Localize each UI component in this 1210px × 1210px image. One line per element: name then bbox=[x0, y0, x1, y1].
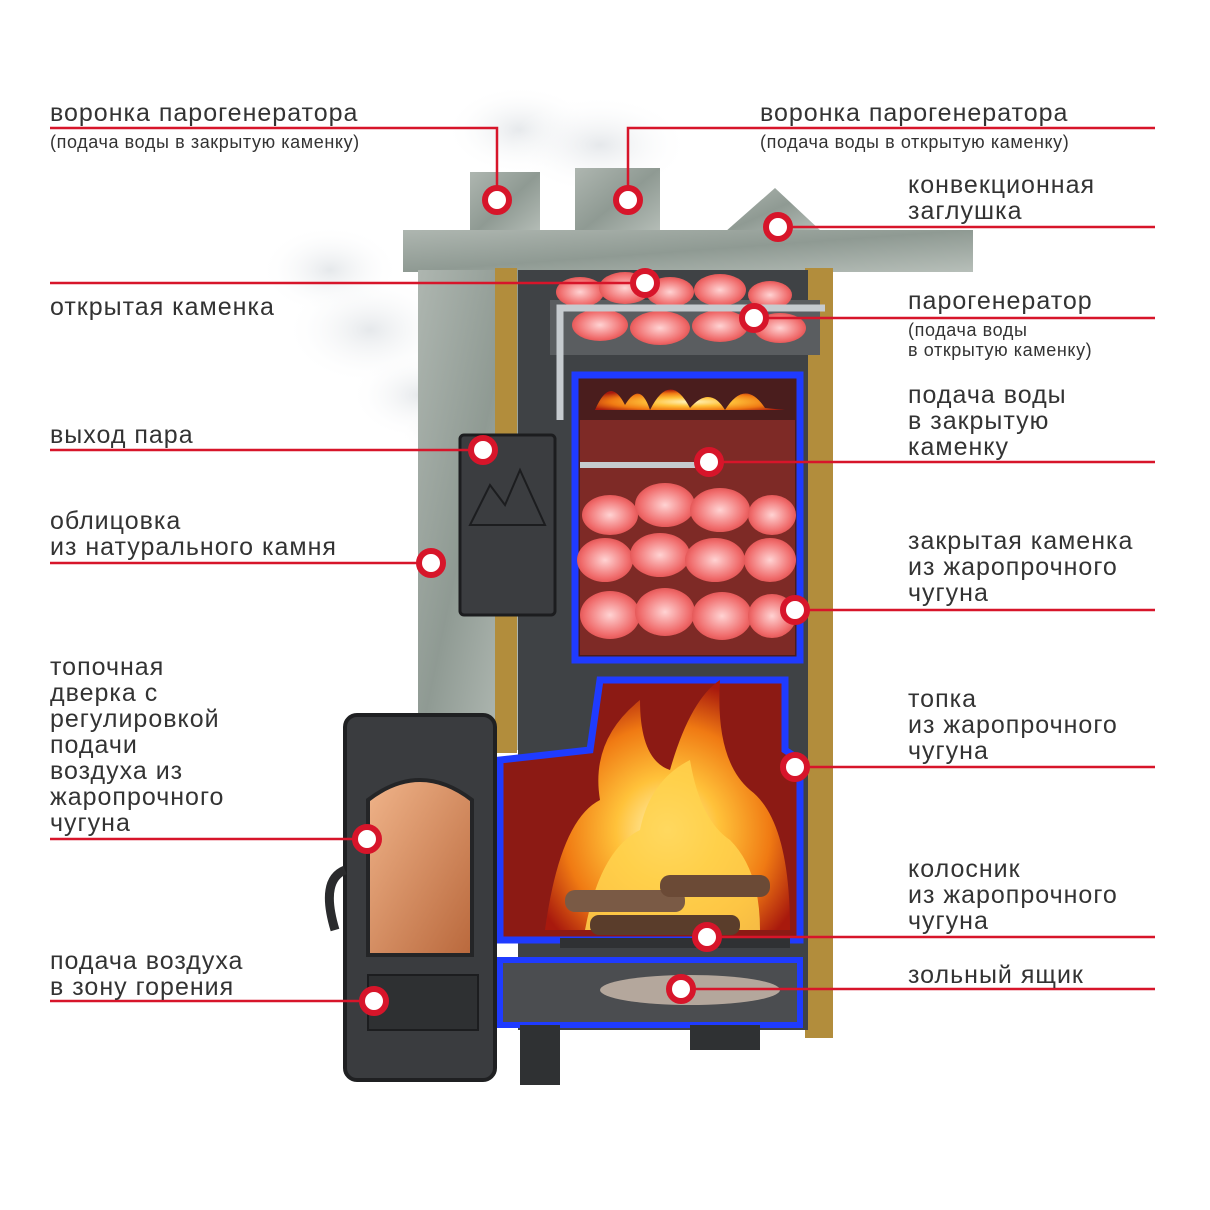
sublabel-steam-generator: (подача воды в открытую каменку) bbox=[908, 320, 1093, 360]
label-open-stones: открытая каменка bbox=[50, 293, 275, 321]
label-steam-outlet: выход пара bbox=[50, 421, 194, 449]
callout-marker-funnel-open bbox=[613, 185, 643, 215]
top-stone-slab bbox=[403, 230, 973, 272]
fire-door-glass bbox=[366, 778, 474, 957]
mountain-emblem bbox=[468, 467, 547, 526]
callout-marker-fire-door bbox=[352, 824, 382, 854]
sublabel-funnel-open: (подача воды в открытую каменку) bbox=[760, 132, 1070, 152]
callout-lines bbox=[50, 126, 1155, 1003]
callout-marker-ash-box bbox=[666, 974, 696, 1004]
label-ash-box: зольный ящик bbox=[908, 961, 1084, 989]
label-fire-door: топочная дверка с регулировкой подачи во… bbox=[50, 653, 225, 837]
callout-marker-steam-generator bbox=[739, 303, 769, 333]
label-steam-generator: парогенератор bbox=[908, 287, 1093, 315]
upper-flames bbox=[595, 389, 785, 410]
callout-marker-air-supply bbox=[359, 986, 389, 1016]
label-closed-stones: закрытая каменка из жаропрочного чугуна bbox=[908, 527, 1134, 607]
callout-line-funnel-closed bbox=[50, 126, 499, 200]
callout-line-funnel-open bbox=[626, 126, 1155, 200]
label-convection-plug: конвекционная заглушка bbox=[908, 171, 1096, 225]
callout-marker-grate bbox=[692, 922, 722, 952]
insulation-right bbox=[805, 268, 833, 1038]
closed-stones-group bbox=[577, 483, 796, 640]
label-funnel-closed: воронка парогенератора bbox=[50, 99, 359, 127]
callout-marker-convection-plug bbox=[763, 212, 793, 242]
label-water-closed: подача воды в закрытую каменку bbox=[908, 381, 1067, 461]
label-grate: колосник из жаропрочного чугуна bbox=[908, 855, 1118, 935]
fire-door-handle bbox=[324, 865, 348, 932]
stove-leg-right bbox=[690, 1025, 760, 1050]
label-funnel-open: воронка парогенератора bbox=[760, 99, 1069, 127]
label-air-supply: подача воздуха в зону горения bbox=[50, 947, 244, 1001]
callout-marker-steam-outlet bbox=[468, 435, 498, 465]
callout-marker-open-stones bbox=[630, 268, 660, 298]
sublabel-funnel-closed: (подача воды в закрытую каменку) bbox=[50, 132, 360, 152]
label-firebox: топка из жаропрочного чугуна bbox=[908, 685, 1118, 765]
callout-marker-firebox bbox=[780, 752, 810, 782]
convection-plug-shape bbox=[725, 188, 822, 232]
callout-marker-funnel-closed bbox=[482, 185, 512, 215]
callout-marker-closed-stones bbox=[780, 595, 810, 625]
callout-markers bbox=[352, 185, 810, 1016]
callout-marker-stone-facing bbox=[416, 548, 446, 578]
stove-leg-left bbox=[520, 1025, 560, 1085]
label-stone-facing: облицовка из натурального камня bbox=[50, 507, 337, 561]
open-stones-group bbox=[556, 272, 806, 345]
callout-marker-water-closed bbox=[694, 447, 724, 477]
grate-bar bbox=[560, 938, 790, 948]
steam-generator-pipe bbox=[556, 304, 825, 420]
